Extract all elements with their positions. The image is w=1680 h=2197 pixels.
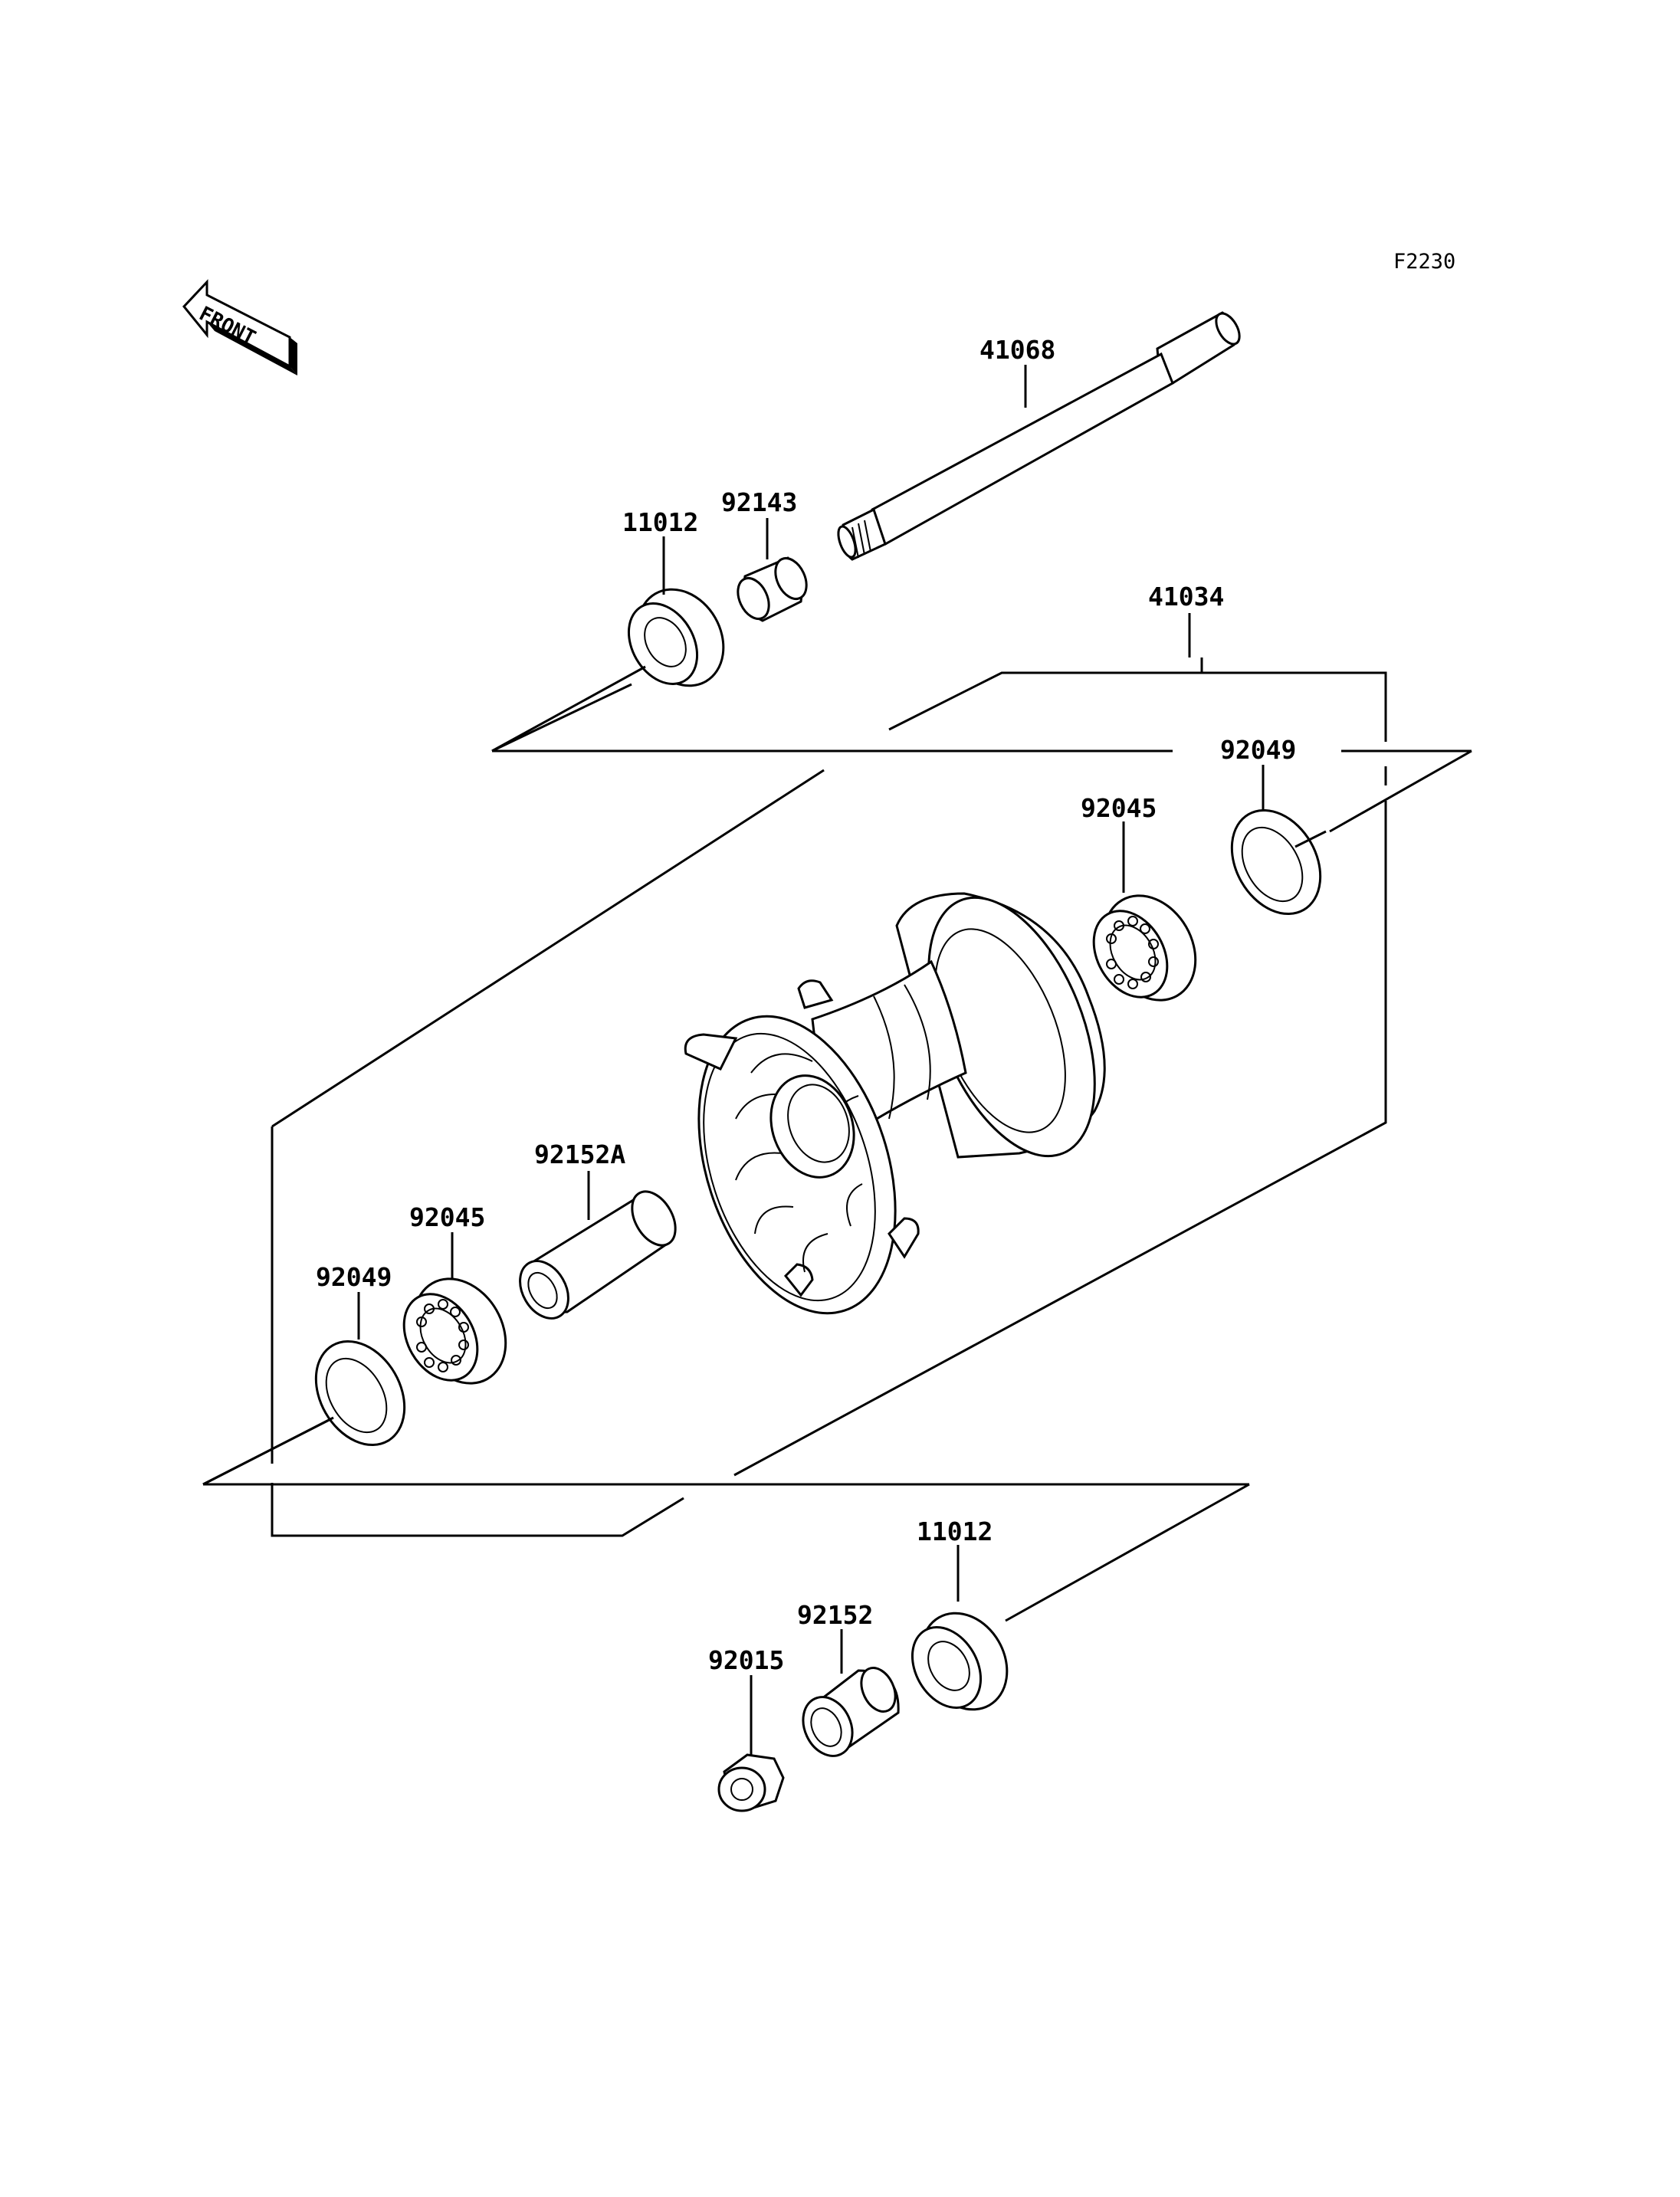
flange-nut — [717, 1753, 785, 1812]
label-flange-nut: 92015 — [708, 1645, 784, 1675]
label-axle: 41068 — [979, 335, 1055, 365]
oil-seal-upper — [627, 588, 725, 687]
hub-body — [684, 892, 1106, 1315]
collar-lower — [802, 1667, 900, 1757]
bearing-right — [1092, 894, 1197, 1002]
bearing-left — [402, 1277, 507, 1385]
spacer-long — [519, 1190, 677, 1320]
label-collar-upper: 92143 — [721, 487, 797, 517]
hub-assembly-outline — [202, 657, 1472, 1622]
front-arrow-icon: FRONT — [182, 279, 297, 375]
seal-left — [314, 1340, 406, 1447]
figure-code: F2230 — [1393, 250, 1455, 274]
label-bearing-left: 92045 — [409, 1202, 485, 1232]
label-seal-right: 92049 — [1220, 735, 1296, 765]
collar-upper — [737, 556, 808, 622]
label-seal-left: 92049 — [316, 1262, 392, 1292]
leader-seal-left-axis — [202, 1416, 334, 1486]
label-collar-lower: 92152 — [797, 1600, 873, 1630]
seal-right — [1230, 808, 1322, 916]
label-bearing-right: 92045 — [1081, 793, 1157, 823]
leader-seal-right-axis — [1294, 830, 1327, 848]
label-oil-seal-upper: 11012 — [622, 507, 698, 537]
leader-oil-seal-upper-axis — [491, 665, 646, 753]
label-hub-assembly: 41034 — [1148, 582, 1224, 612]
axle — [837, 311, 1241, 561]
label-oil-seal-lower: 11012 — [917, 1517, 993, 1546]
oil-seal-lower — [911, 1612, 1009, 1711]
label-spacer-long: 92152A — [534, 1139, 625, 1169]
